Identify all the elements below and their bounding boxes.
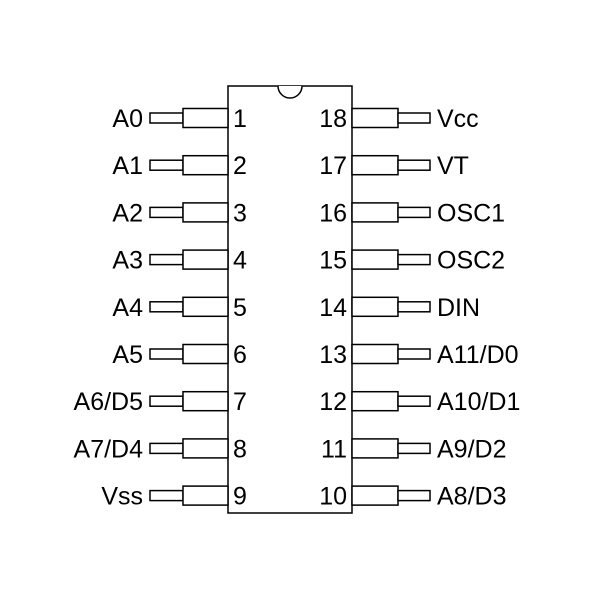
pin-lead-thin bbox=[397, 159, 431, 171]
right-pin-17: VT 17 bbox=[319, 152, 469, 180]
pin-lead-wide bbox=[351, 107, 399, 129]
pin-number: 5 bbox=[233, 294, 247, 322]
left-pin-2: A1 2 bbox=[112, 152, 247, 180]
pin-lead-wide bbox=[351, 296, 399, 318]
right-pin-15: OSC2 15 bbox=[319, 247, 505, 275]
pin-lead-wide bbox=[351, 154, 399, 176]
pin-lead-wide bbox=[351, 343, 399, 365]
pin-lead-thin bbox=[149, 253, 184, 266]
pin-number: 16 bbox=[319, 199, 347, 227]
pin-lead-thin bbox=[397, 301, 431, 313]
pin-lead-wide bbox=[182, 107, 229, 129]
pin-label: A5 bbox=[112, 341, 143, 369]
pin-label: Vss bbox=[101, 483, 143, 511]
pin-label: A4 bbox=[112, 294, 143, 322]
pin-label: OSC2 bbox=[437, 247, 505, 275]
pin-lead-wide bbox=[182, 438, 229, 459]
ic-body bbox=[227, 85, 353, 514]
pin-label: A7/D4 bbox=[74, 435, 144, 463]
pin-number: 1 bbox=[233, 105, 247, 133]
pin-number: 18 bbox=[319, 105, 347, 133]
pin-label: A0 bbox=[112, 105, 143, 133]
right-pin-13: A11/D0 13 bbox=[319, 341, 518, 369]
left-pin-4: A3 4 bbox=[112, 247, 247, 275]
pin-number: 3 bbox=[233, 199, 247, 227]
pin-lead-thin bbox=[397, 253, 431, 266]
pin-number: 12 bbox=[319, 388, 347, 416]
pin-lead-wide bbox=[182, 485, 229, 506]
pin-number: 10 bbox=[319, 483, 347, 511]
pin-number: 15 bbox=[319, 247, 347, 275]
left-pin-5: A4 5 bbox=[112, 294, 247, 322]
pin-lead-thin bbox=[397, 395, 431, 407]
left-pin-9: Vss 9 bbox=[101, 483, 247, 511]
pin-label: A6/D5 bbox=[74, 388, 143, 416]
pin-number: 9 bbox=[233, 483, 247, 511]
pin-lead-thin bbox=[149, 206, 184, 219]
pin-lead-wide bbox=[182, 249, 229, 270]
pin-lead-wide bbox=[182, 390, 229, 412]
pin-lead-thin bbox=[397, 489, 431, 502]
pin-lead-thin bbox=[397, 442, 431, 455]
left-pin-6: A5 6 bbox=[112, 341, 247, 369]
right-pin-11: A9/D2 11 bbox=[321, 435, 506, 463]
pin-lead-wide bbox=[351, 390, 399, 412]
pin-label: A10/D1 bbox=[437, 388, 520, 416]
left-pin-3: A2 3 bbox=[112, 199, 247, 227]
pin-label: VT bbox=[437, 152, 469, 180]
pin-lead-thin bbox=[149, 348, 184, 360]
pin-lead-wide bbox=[182, 343, 229, 365]
pin-label: A11/D0 bbox=[437, 341, 519, 369]
pin-lead-thin bbox=[397, 348, 431, 360]
pin-number: 2 bbox=[233, 152, 247, 180]
pin-lead-wide bbox=[351, 249, 399, 270]
pin-lead-thin bbox=[149, 442, 184, 455]
orientation-notch bbox=[277, 85, 303, 99]
right-pin-12: A10/D1 12 bbox=[319, 388, 520, 416]
pin-label: A2 bbox=[112, 199, 143, 227]
pin-lead-thin bbox=[149, 112, 184, 124]
left-pin-1: A0 1 bbox=[112, 105, 247, 133]
pin-lead-thin bbox=[397, 206, 431, 219]
pin-label: OSC1 bbox=[437, 199, 505, 227]
pin-lead-wide bbox=[351, 438, 399, 459]
pin-label: A8/D3 bbox=[437, 483, 506, 511]
pin-number: 8 bbox=[233, 435, 247, 463]
pin-lead-wide bbox=[182, 154, 229, 176]
pin-number: 17 bbox=[319, 152, 347, 180]
pin-lead-thin bbox=[149, 489, 184, 502]
pin-label: DIN bbox=[437, 294, 480, 322]
pin-label: A3 bbox=[112, 247, 143, 275]
pin-number: 14 bbox=[319, 294, 347, 322]
pin-label: A1 bbox=[112, 152, 143, 180]
pin-lead-thin bbox=[149, 159, 184, 171]
right-pin-14: DIN 14 bbox=[319, 294, 480, 322]
pin-lead-wide bbox=[182, 296, 229, 318]
right-pin-16: OSC1 16 bbox=[319, 199, 505, 227]
pin-lead-wide bbox=[351, 485, 399, 506]
pin-number: 6 bbox=[233, 341, 247, 369]
pin-lead-wide bbox=[182, 202, 229, 223]
left-pin-7: A6/D5 7 bbox=[74, 388, 247, 416]
pin-number: 11 bbox=[321, 435, 347, 463]
pin-label: A9/D2 bbox=[437, 435, 506, 463]
pin-lead-thin bbox=[397, 112, 431, 124]
left-pin-8: A7/D4 8 bbox=[74, 435, 247, 463]
pin-number: 13 bbox=[319, 341, 347, 369]
pin-lead-thin bbox=[149, 395, 184, 407]
pin-number: 7 bbox=[233, 388, 247, 416]
pin-lead-thin bbox=[149, 301, 184, 313]
pin-number: 4 bbox=[233, 247, 247, 275]
right-pin-18: Vcc 18 bbox=[319, 105, 479, 133]
pin-lead-wide bbox=[351, 202, 399, 223]
right-pin-10: A8/D3 10 bbox=[319, 483, 506, 511]
pin-label: Vcc bbox=[437, 105, 479, 133]
